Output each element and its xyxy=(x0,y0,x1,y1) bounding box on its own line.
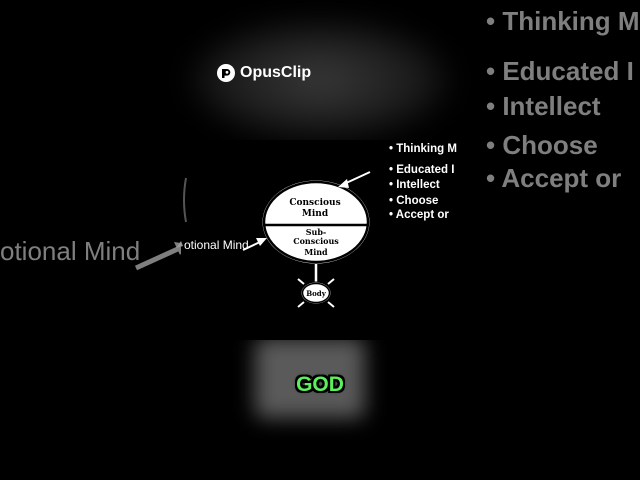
background-glow xyxy=(190,20,450,140)
conscious-label: Mind xyxy=(302,209,329,219)
opusclip-logo: OpusClip xyxy=(216,63,311,83)
emotional-arrow-head xyxy=(256,238,267,246)
diagram-bullet: • Choose xyxy=(389,195,438,207)
background-arrow-line xyxy=(134,245,182,271)
opusclip-logo-icon xyxy=(217,64,235,82)
body-circle-outline xyxy=(301,282,331,304)
diagram-bullet: • Intellect xyxy=(389,179,440,191)
subconscious-label: Conscious xyxy=(293,236,339,246)
subconscious-label: Sub- xyxy=(306,227,327,237)
conscious-arrow-head xyxy=(338,179,349,188)
background-bullet: • Thinking Mi xyxy=(486,6,640,36)
subconscious-label: Mind xyxy=(304,247,328,257)
diagram-edge-fragment xyxy=(183,177,187,223)
body-limb xyxy=(297,278,305,285)
background-bullet: • Accept or xyxy=(486,163,622,193)
subtitle-caption: GOD xyxy=(296,373,344,396)
body-limb xyxy=(297,301,305,308)
conscious-arrow-line xyxy=(343,171,371,185)
background-bullet: • Educated I xyxy=(486,56,634,86)
diagram-bullet: • Accept or xyxy=(389,209,449,221)
conscious-label: Conscious xyxy=(289,198,340,208)
body-figure: Body xyxy=(297,278,335,308)
background-bullet: • Intellect xyxy=(486,91,601,121)
background-bullet: • Choose xyxy=(486,130,598,160)
body-label: Body xyxy=(306,289,326,298)
diagram-bullet: • Educated I xyxy=(389,164,454,176)
opusclip-logo-text: OpusClip xyxy=(240,64,312,81)
mind-oval-outline xyxy=(262,180,370,264)
body-limb xyxy=(327,278,335,285)
emotional-mind-label: otional Mind xyxy=(184,238,249,252)
emotional-arrow-line xyxy=(242,241,261,251)
body-limb xyxy=(327,301,335,308)
background-blur-panel xyxy=(255,338,365,418)
diagram-bullet: • Thinking M xyxy=(389,143,457,155)
emotional-arrow-stub xyxy=(176,241,183,248)
body-circle xyxy=(300,281,332,305)
background-emotional-label: otional Mind xyxy=(0,236,141,266)
